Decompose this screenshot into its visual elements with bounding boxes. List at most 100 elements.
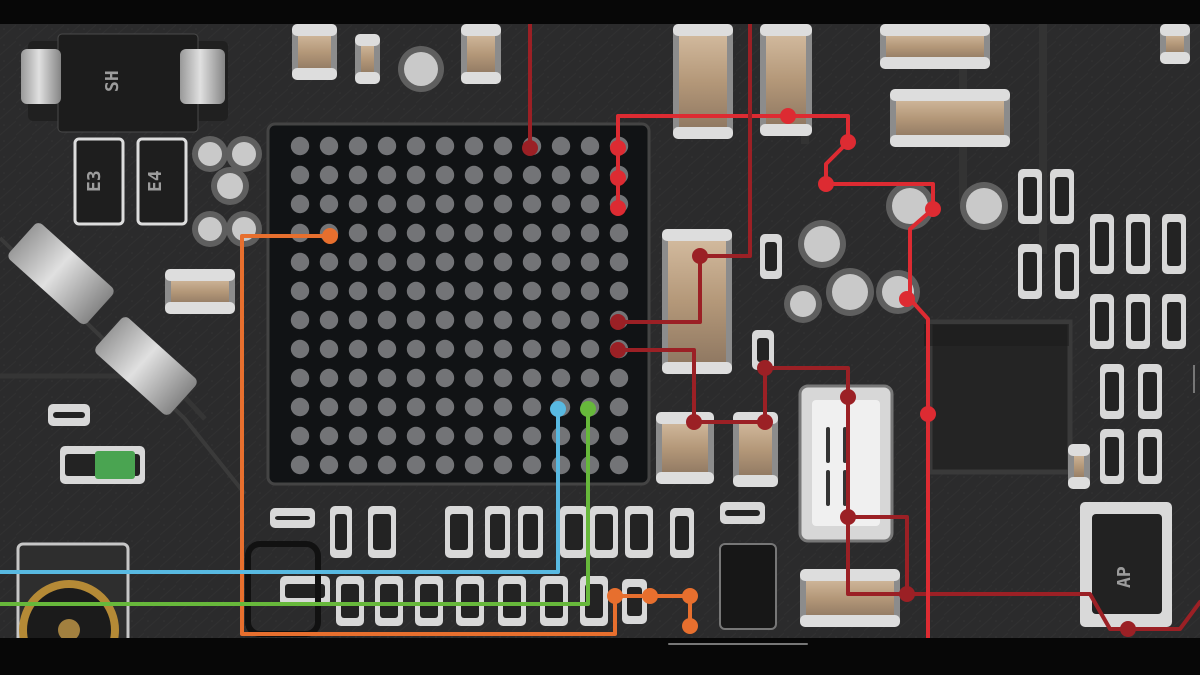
capacitor-pad: [165, 269, 235, 281]
bga-ball: [464, 368, 484, 388]
capacitor-pad: [662, 362, 732, 374]
bga-ball: [551, 165, 571, 185]
bga-ball: [435, 455, 455, 475]
circuit-board-photo: SH E3 E4: [0, 24, 1200, 638]
bga-ball: [551, 281, 571, 301]
bga-ball: [377, 281, 397, 301]
trace-blue: [0, 407, 560, 574]
red-trace-dot: [818, 176, 834, 192]
via-pad-center: [832, 274, 868, 310]
capacitor-pad: [760, 24, 812, 36]
capacitor-core: [766, 32, 806, 128]
bga-ball: [290, 165, 310, 185]
bga-ball: [406, 194, 426, 214]
via-pad-center: [217, 173, 243, 199]
resistor-body: [1131, 222, 1145, 266]
smd-components: SH E3 E4: [8, 24, 1190, 638]
capacitor-pad: [880, 24, 990, 36]
capacitor-pad: [1068, 444, 1090, 456]
bga-ball: [435, 194, 455, 214]
resistor-body: [757, 338, 769, 362]
bga-ball: [319, 194, 339, 214]
bga-ball: [319, 165, 339, 185]
bga-ball: [464, 339, 484, 359]
bga-ball: [406, 165, 426, 185]
smd-resistor: [375, 576, 403, 626]
smd-capacitor: [890, 89, 1010, 147]
bga-ball: [522, 426, 542, 446]
red-trace-dot: [610, 170, 626, 186]
bga-ball: [406, 310, 426, 330]
capacitor-core: [171, 277, 229, 306]
dark-red-trace-dot: [610, 342, 626, 358]
smd-resistor: [1162, 214, 1186, 274]
smd-resistor: [670, 508, 694, 558]
bga-ball: [319, 136, 339, 156]
resistor-body: [1095, 302, 1109, 341]
bga-ball: [290, 455, 310, 475]
capacitor-pad: [165, 302, 235, 314]
bga-ball: [290, 310, 310, 330]
smd-resistor: [48, 404, 90, 426]
bga-ball: [290, 281, 310, 301]
bga-ball: [377, 368, 397, 388]
smd-capacitor: [1068, 444, 1090, 489]
bga-ball: [493, 455, 513, 475]
resistor-body: [1167, 302, 1181, 341]
capacitor-core: [806, 577, 894, 619]
smd-resistor: [445, 506, 473, 558]
bga-ball: [464, 165, 484, 185]
dark-red-dot: [610, 314, 626, 330]
capacitor-pad: [733, 475, 778, 487]
bga-ball: [377, 194, 397, 214]
bga-ball: [551, 455, 571, 475]
capacitor-pad: [760, 124, 812, 136]
resistor-body: [1023, 252, 1037, 291]
smd-capacitor: [165, 269, 235, 314]
smd-resistor: [560, 506, 588, 558]
bga-ball: [580, 310, 600, 330]
video-progress-line: [668, 643, 808, 645]
bga-ball: [493, 426, 513, 446]
bga-ball: [406, 368, 426, 388]
bga-ball: [551, 368, 571, 388]
smd-resistor: [1100, 364, 1124, 419]
bga-ball: [464, 310, 484, 330]
bga-ball: [522, 194, 542, 214]
bga-ball: [348, 339, 368, 359]
bga-dark-red-dot: [522, 140, 538, 156]
capacitor-core: [668, 237, 726, 366]
bga-ball: [522, 281, 542, 301]
capacitor-pad: [656, 472, 714, 484]
smd-resistor: [580, 576, 608, 626]
resistor-body: [1105, 437, 1119, 476]
bga-ball: [609, 223, 629, 243]
bga-ball: [348, 165, 368, 185]
bga-ball: [493, 281, 513, 301]
chip-label-e3: E3: [84, 170, 105, 192]
capacitor-core: [886, 32, 984, 61]
blue-trace-dot: [550, 401, 566, 417]
capacitor-pad: [461, 24, 501, 36]
small-ic-left: E3 E4: [73, 137, 188, 226]
red-trace-dot: [780, 108, 796, 124]
resistor-body: [627, 587, 642, 616]
resistor-body: [380, 584, 398, 618]
bga-ball: [551, 426, 571, 446]
capacitor-core: [679, 32, 727, 131]
ic-sh-package: SH: [21, 33, 228, 133]
smd-resistor: [1090, 214, 1114, 274]
resistor-body: [490, 514, 505, 550]
capacitor-pad: [355, 34, 380, 46]
bga-ball: [435, 368, 455, 388]
trace-red-top: [616, 114, 850, 150]
bga-ball: [377, 165, 397, 185]
resistor-body: [1167, 222, 1181, 266]
smd-resistor: [456, 576, 484, 626]
smd-resistor: [1126, 214, 1150, 274]
capacitor-pad: [890, 89, 1010, 101]
resistor-body: [335, 514, 347, 550]
capacitor-core: [1166, 32, 1184, 56]
bga-ball: [493, 165, 513, 185]
capacitor-pad: [292, 68, 337, 80]
